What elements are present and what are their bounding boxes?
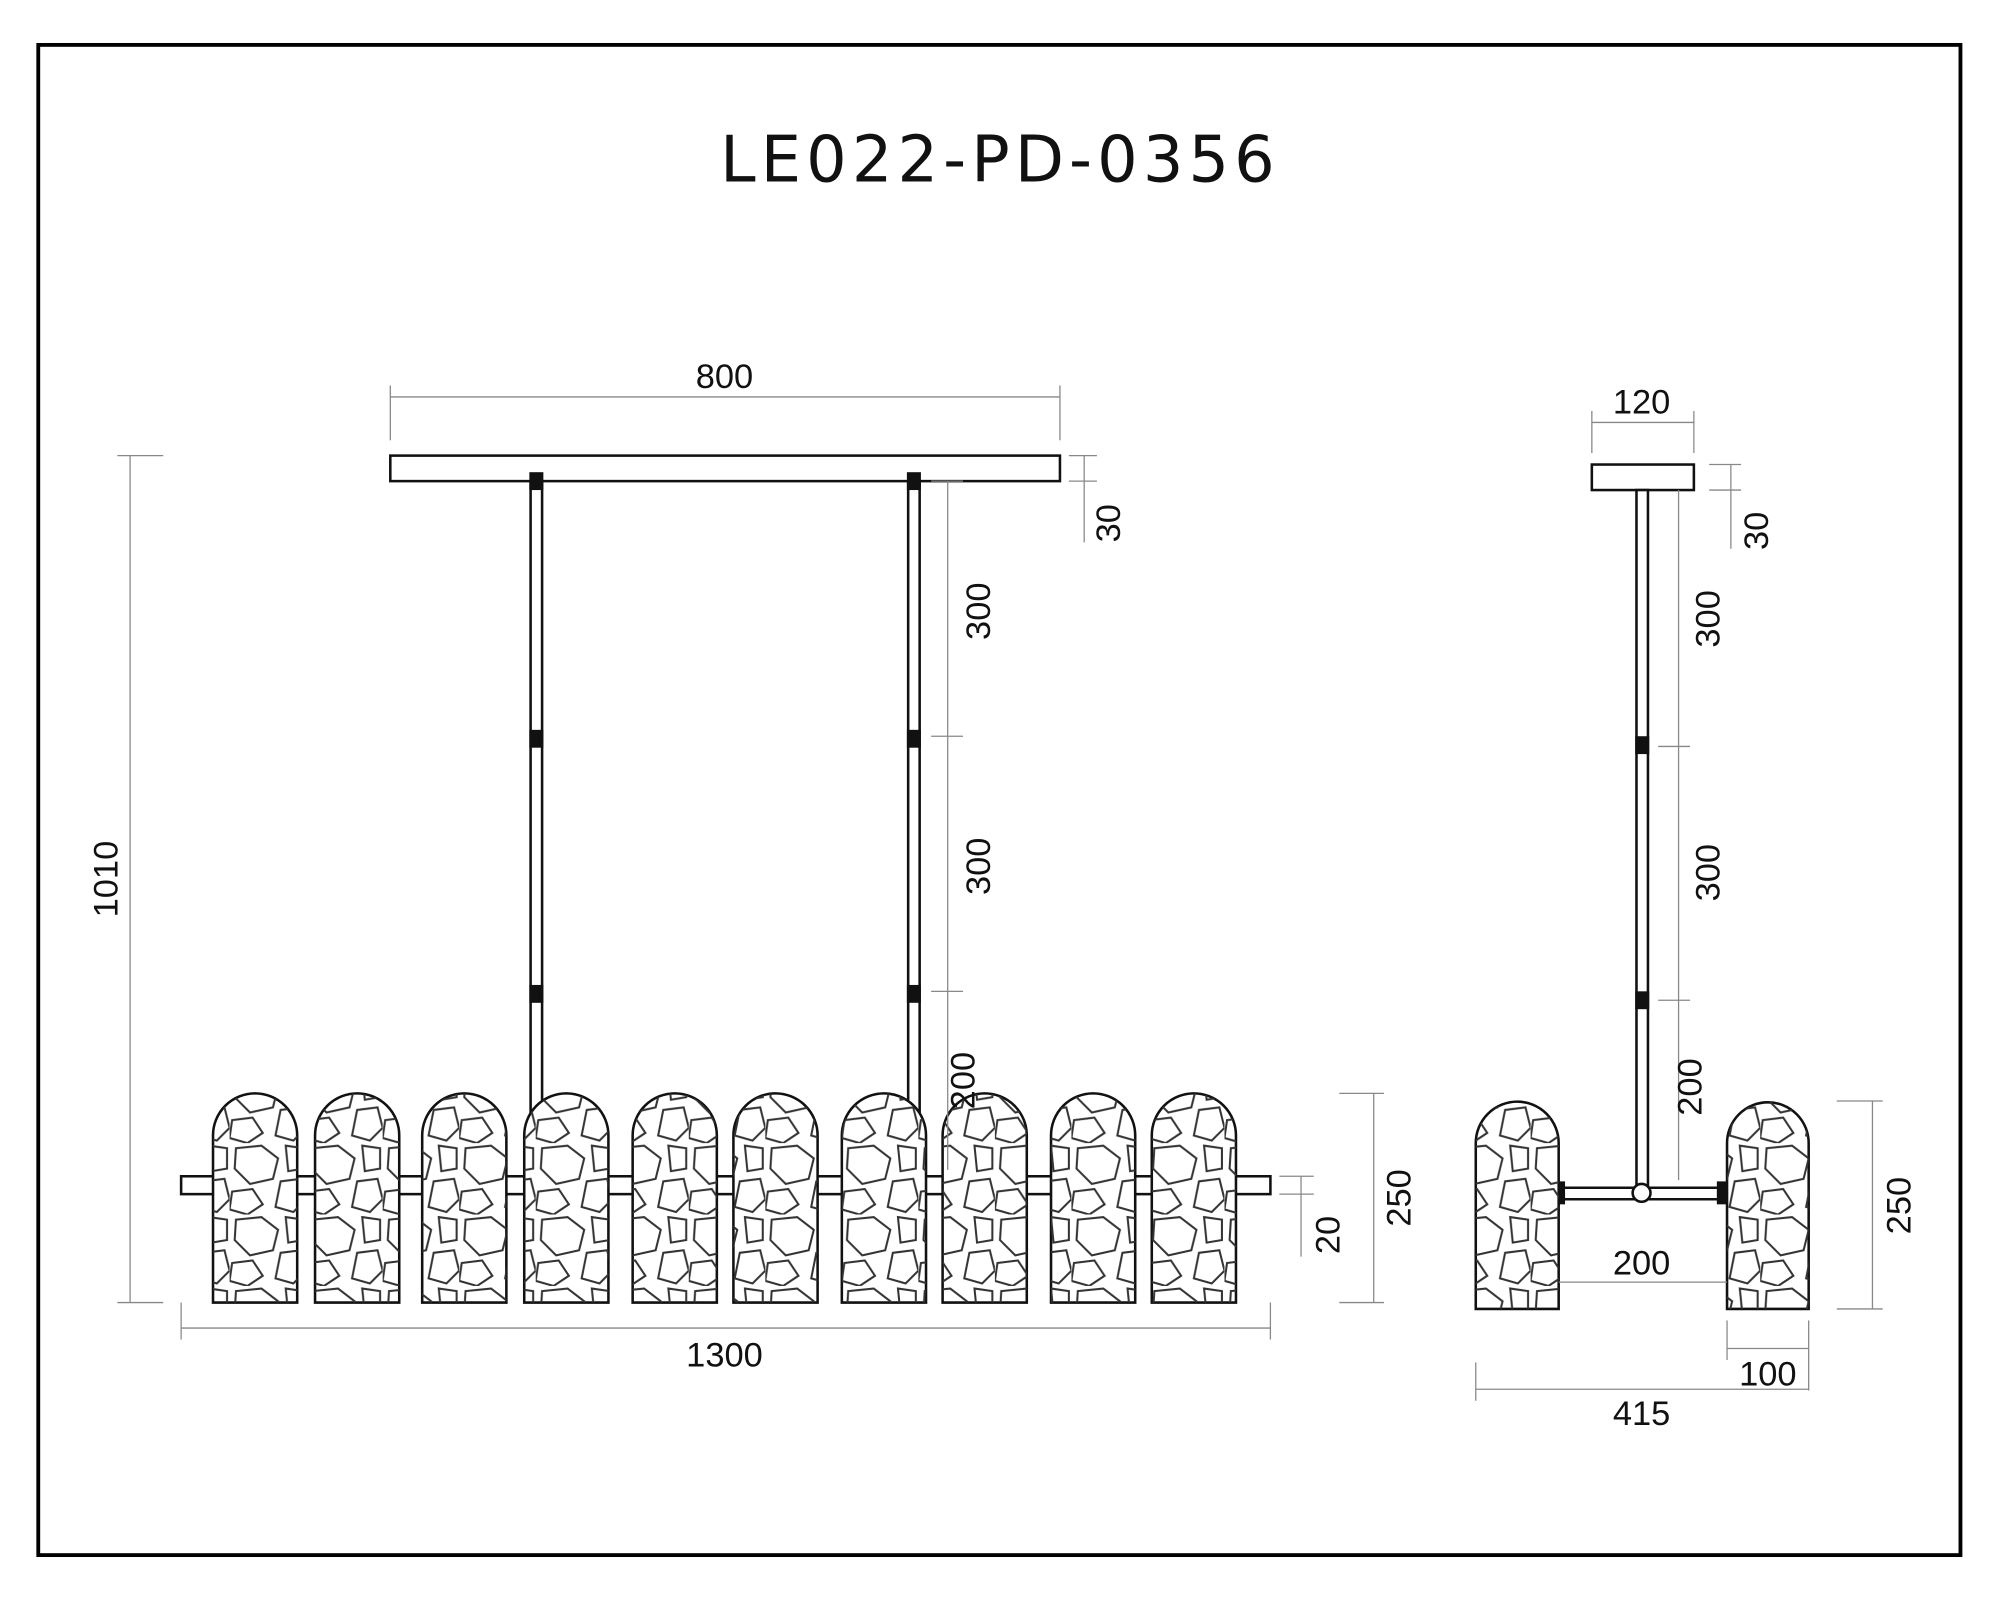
dim-total-width: 1300: [686, 1336, 763, 1374]
side-dim-shade-width: 100: [1739, 1355, 1796, 1393]
side-canopy: [1590, 463, 1696, 492]
rod-joint: [906, 984, 921, 1003]
side-dim-shade-gap: 200: [1613, 1244, 1670, 1282]
side-dim-rod-segment-3: 200: [1672, 1058, 1710, 1115]
front-canopy: [389, 454, 1062, 483]
rod-joint: [529, 984, 544, 1003]
rod-joint: [529, 472, 544, 491]
dim-shade-height: 250: [1381, 1169, 1419, 1226]
rod-joint: [906, 472, 921, 491]
drawing-title: LE022-PD-0356: [720, 123, 1280, 197]
side-dim-shade-height: 250: [1881, 1177, 1919, 1234]
dim-bar-thickness: 20: [1309, 1216, 1347, 1254]
suspension-rod: [906, 479, 921, 1172]
dim-rod-segment-3: 200: [944, 1052, 982, 1109]
drawing-border: [36, 42, 1963, 1558]
rod-joint: [906, 729, 921, 748]
front-view: 800 1010 30 300 300 200 250 20 1300: [87, 358, 1418, 1374]
dimension-lines: [117, 385, 1384, 1340]
rod-joint: [529, 729, 544, 748]
side-dim-rod-segment-2: 300: [1689, 844, 1727, 901]
dim-total-height: 1010: [87, 841, 125, 918]
side-view: 120 30 300 300 200 250 200 100 415: [1474, 384, 1919, 1433]
suspension-rod: [529, 479, 544, 1172]
side-dim-rod-segment-1: 300: [1689, 590, 1727, 647]
side-rod: [1635, 488, 1650, 1188]
side-dimension-lines: [1475, 410, 1883, 1401]
side-dim-total-depth: 415: [1613, 1395, 1670, 1433]
dim-canopy-height: 30: [1090, 504, 1128, 542]
side-dim-canopy-width: 120: [1613, 384, 1670, 422]
dim-rod-segment-1: 300: [960, 583, 998, 640]
dim-canopy-width: 800: [696, 358, 753, 396]
dim-rod-segment-2: 300: [960, 838, 998, 895]
side-dim-canopy-height: 30: [1738, 512, 1776, 550]
